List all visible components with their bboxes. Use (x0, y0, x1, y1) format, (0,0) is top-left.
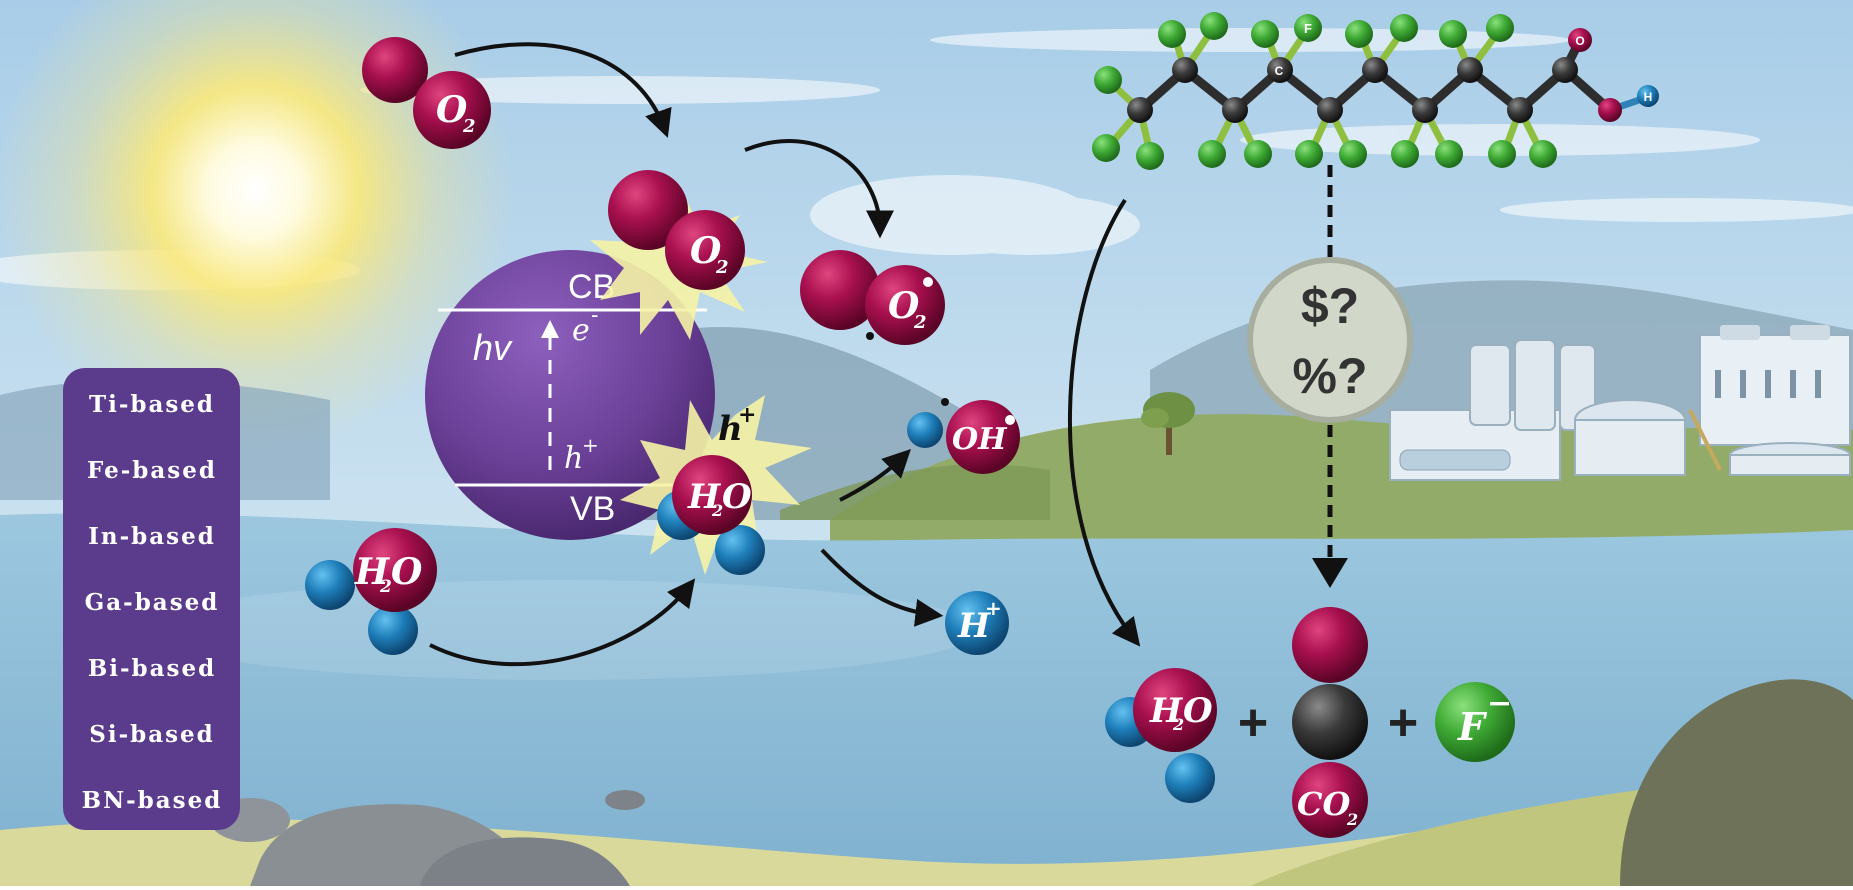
product-h2o-sub: 2 (1172, 715, 1184, 734)
radical-dot (923, 277, 933, 287)
pfas-fluorine-atoms (1092, 12, 1557, 170)
plus-sign: + (1238, 694, 1268, 752)
efficiency-question: %? (1293, 348, 1368, 404)
product-co2: CO 2 (1292, 607, 1368, 838)
h2o-sub: 2 (379, 577, 392, 597)
tree (1141, 392, 1195, 455)
catalyst-type-item: Bi-based (88, 655, 216, 682)
o2-molecule: O 2 (362, 37, 491, 149)
hydroxyl-radical-dot (1005, 415, 1015, 425)
o2-subscript: 2 (462, 116, 476, 137)
superoxide-radical: O 2 (800, 250, 945, 345)
superoxide-label: O (888, 285, 920, 327)
plus-sign: + (1388, 694, 1418, 752)
arrow-proton-formation (820, 548, 944, 627)
catalyst-type-item: Ga-based (85, 589, 220, 616)
proton-label: H (957, 606, 992, 646)
cost-efficiency-badge: $? %? (1247, 257, 1413, 423)
radical-dot-dark (866, 332, 874, 340)
catalyst-type-item: Ti-based (89, 391, 215, 418)
sun (0, 0, 515, 450)
fluoride-label: F (1457, 704, 1488, 749)
cost-question: $? (1301, 278, 1359, 334)
hv-label: hv (473, 327, 513, 368)
arrow-h2o-adsorb (429, 578, 696, 667)
fluoride-charge: − (1487, 686, 1512, 721)
hydroxyl-radical: OH (907, 398, 1020, 474)
adsorbed-o2-subscript: 2 (715, 257, 729, 278)
co2-subscript: 2 (1346, 810, 1358, 829)
catalyst-type-item: Si-based (89, 721, 215, 748)
adsorbed-h2o-molecule: H 2 O (657, 455, 765, 575)
electron-charge: - (591, 303, 598, 328)
product-fluoride: F − (1435, 682, 1515, 762)
h2o-molecule: H 2 O (305, 528, 437, 655)
adsorbed-h2o-sub: 2 (711, 501, 723, 520)
catalyst-panel: Ti-based Fe-based In-based Ga-based Bi-b… (63, 368, 240, 830)
lake-reflection (140, 580, 980, 680)
pfas-molecule: C F O H (1092, 12, 1659, 170)
pfas-oxygen-label: O (1575, 34, 1584, 48)
o2-label: O (436, 89, 468, 131)
adsorbed-o2-label: O (690, 230, 722, 272)
product-h2o-o: O (1183, 691, 1213, 731)
arrow-oh-formation (839, 449, 911, 502)
hydroxyl-radical-dot-dark (941, 398, 949, 406)
co2-label: CO (1297, 785, 1350, 823)
catalyst-type-item: Fe-based (87, 457, 217, 484)
arrow-o2-adsorb (454, 42, 672, 138)
pfas-carbon-atoms (1127, 57, 1578, 123)
adsorbed-h2o-h: H (687, 477, 722, 517)
pfas-carbon-label: C (1275, 64, 1284, 78)
adsorbed-o2-molecule: O 2 (608, 170, 745, 290)
factory (1389, 325, 1851, 481)
reaction-arrows (429, 42, 1141, 667)
hydroxyl-label: OH (952, 422, 1008, 457)
h2o-o: O (391, 551, 423, 593)
h2o-h: H (354, 551, 390, 593)
catalyst-type-item: In-based (88, 523, 216, 550)
hole-species-charge: + (738, 402, 756, 428)
arrow-pfas-degradation (1067, 198, 1141, 647)
dotted-pathway-arrowhead (1312, 558, 1348, 588)
green-hill-shade (780, 464, 1050, 520)
vb-label: VB (570, 490, 615, 528)
cb-label: CB (568, 268, 615, 306)
electron-label: e (572, 313, 590, 348)
adsorbed-h2o-o: O (722, 477, 752, 517)
pfas-hydrogen-label: H (1644, 90, 1653, 104)
product-h2o-h: H (1149, 691, 1184, 731)
pfas-acid-group (1568, 28, 1659, 122)
catalyst-type-item: BN-based (82, 787, 223, 814)
excitation-arrowhead (541, 320, 559, 338)
arrow-o2-reduce (744, 139, 894, 239)
product-h2o: H 2 O (1105, 668, 1217, 803)
proton-charge: + (985, 596, 1002, 620)
lake (0, 513, 1853, 886)
hole-species-label: h (718, 409, 743, 449)
rocks (210, 679, 1853, 886)
superoxide-subscript: 2 (913, 312, 927, 333)
proton: H + (945, 591, 1009, 655)
hole-charge: + (582, 433, 599, 457)
pfas-fluorine-label: F (1304, 21, 1312, 36)
hole-label: h (564, 441, 583, 476)
